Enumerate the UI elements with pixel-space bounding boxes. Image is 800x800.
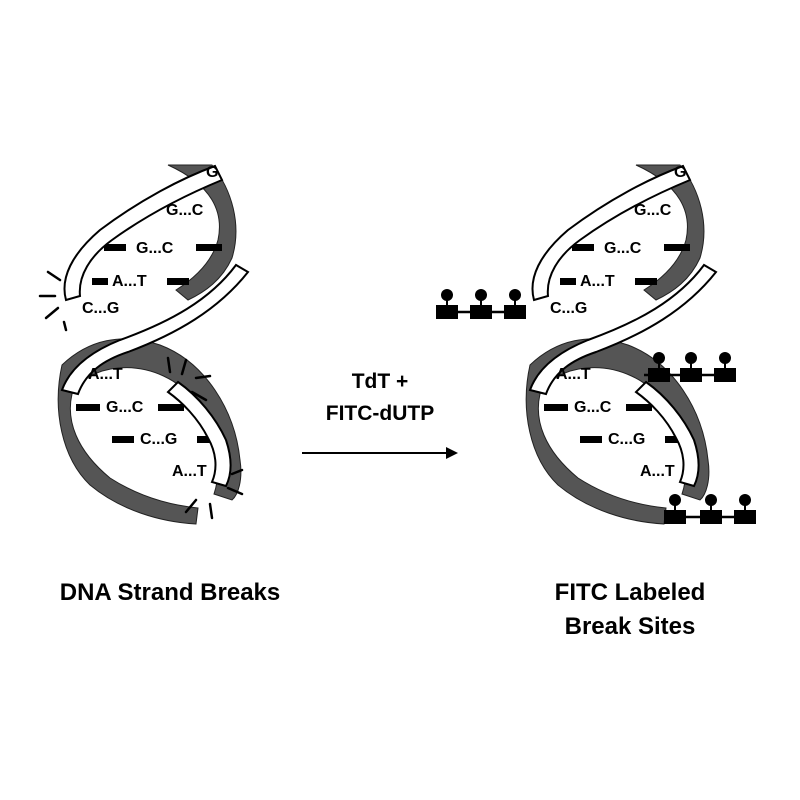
right-bp-3: A...T [580, 273, 615, 290]
right-white-strand-lower [634, 380, 700, 488]
left-dark-strand-bottom [57, 338, 242, 525]
right-bp-7: C...G [608, 431, 645, 448]
left-bp-1: G...C [166, 202, 204, 219]
right-caption: FITC Labeled Break Sites [480, 576, 780, 644]
left-caption: DNA Strand Breaks [59, 579, 281, 606]
left-bp-3: A...T [112, 273, 147, 290]
right-caption-line2: Break Sites [564, 613, 696, 640]
left-bp-6: G...C [106, 399, 144, 416]
right-bp-5: A...T [556, 366, 591, 383]
left-dna-helix: G G...C G...C A...T C...G A...T G...C C.… [38, 164, 250, 525]
right-bp-4: C...G [550, 300, 587, 317]
right-caption-line1: FITC Labeled [554, 579, 706, 606]
right-bp-1: G...C [634, 202, 672, 219]
fitc-label-chain-1 [436, 289, 526, 319]
left-bp-5: A...T [88, 366, 123, 383]
right-dark-strand-bottom [525, 338, 710, 525]
right-dark-strand-top [635, 164, 705, 301]
right-dna-helix: G G...C G...C A...T C...G A...T G...C C.… [436, 164, 756, 525]
right-white-strand-middle [528, 263, 718, 396]
fitc-label-chain-2 [644, 352, 736, 382]
right-bp-8: A...T [640, 463, 675, 480]
left-bp-4: C...G [82, 300, 119, 317]
left-break-spark-2 [166, 356, 212, 402]
left-dark-strand-top [167, 164, 237, 301]
right-white-strand-upper [531, 164, 692, 302]
right-bp-0: G [674, 164, 686, 181]
left-bp-7: C...G [140, 431, 177, 448]
left-white-strand-middle [60, 263, 250, 396]
left-white-strand-lower [166, 380, 232, 488]
reaction-reagents: TdT + FITC-dUTP [290, 366, 470, 430]
left-bp-2: G...C [136, 240, 174, 257]
right-bp-6: G...C [574, 399, 612, 416]
left-white-strand-upper [63, 164, 224, 302]
left-bp-8: A...T [172, 463, 207, 480]
reaction-reagent-line1: TdT + [351, 370, 409, 393]
left-bp-0: G [206, 164, 218, 181]
fitc-label-chain-3 [664, 494, 756, 524]
right-bp-2: G...C [604, 240, 642, 257]
reaction-reagent-line2: FITC-dUTP [325, 402, 435, 425]
left-break-spark-3 [184, 468, 244, 520]
left-break-spark-1 [38, 270, 68, 332]
